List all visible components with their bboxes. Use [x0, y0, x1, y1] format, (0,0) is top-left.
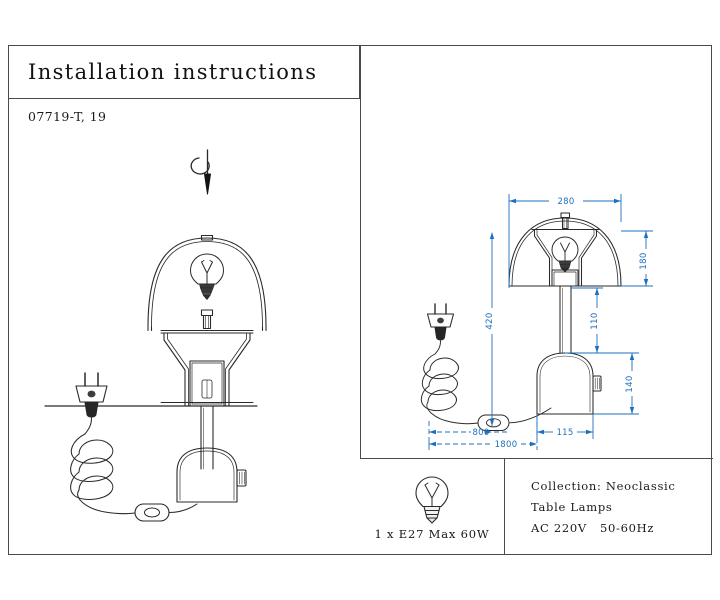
- bulb-spec-cell: 1 x E27 Max 60W: [360, 459, 505, 555]
- rotate-arrow-head: [204, 173, 211, 195]
- dim-label-shade-width: 280: [557, 197, 574, 207]
- lamp-stem: [200, 405, 214, 470]
- title-block: Installation instructions: [9, 46, 360, 99]
- dim-label-cord-length: 1800: [495, 440, 518, 450]
- power-cord: [70, 417, 136, 515]
- panel-divider: [360, 46, 361, 458]
- dome-shade-outline: [147, 234, 267, 332]
- power-cord: [420, 340, 479, 425]
- light-bulb-icon: [551, 236, 579, 273]
- collection-line-1: Collection: Neoclassic: [531, 478, 676, 493]
- lamp-base: [176, 447, 247, 503]
- specification-strip: 1 x E27 Max 60W Collection: Neoclassic T…: [360, 458, 713, 555]
- dim-label-shade-height: 180: [639, 252, 649, 269]
- power-plug-icon: [75, 372, 108, 418]
- inline-rocker-switch: [134, 503, 170, 522]
- lamp-socket: [160, 329, 254, 407]
- power-plug-icon: [426, 303, 455, 341]
- dim-label-total-height: 420: [485, 312, 495, 329]
- dim-label-stem-height: 110: [590, 312, 600, 329]
- lamp-stem: [559, 285, 572, 354]
- light-bulb-icon: [415, 476, 449, 524]
- lamp-socket: [551, 269, 579, 287]
- dim-label-base-height: 140: [625, 375, 635, 392]
- harp-frame: [531, 228, 600, 287]
- collection-line-2: Table Lamps: [531, 499, 613, 514]
- shade-finial: [200, 309, 214, 330]
- dim-label-switch-distance: 800: [472, 428, 489, 438]
- cord-to-base: [168, 503, 198, 514]
- cord-to-base: [508, 407, 552, 424]
- dim-label-base-width: 115: [556, 428, 573, 438]
- light-bulb-icon: [190, 253, 224, 300]
- shade-finial: [560, 212, 571, 230]
- collection-line-3: AC 220V 50-60Hz: [531, 520, 655, 535]
- page-title: Installation instructions: [28, 60, 318, 84]
- assembly-drawing: [44, 149, 267, 522]
- model-code: 07719-T, 19: [28, 109, 107, 124]
- collection-info-cell: Collection: Neoclassic Table Lamps AC 22…: [505, 459, 713, 555]
- drawing-sheet: Installation instructions 07719-T, 19: [8, 45, 713, 555]
- rotate-install-icon: [190, 149, 210, 175]
- bulb-spec-label: 1 x E27 Max 60W: [374, 527, 490, 541]
- lamp-base: [536, 352, 602, 415]
- dimension-drawing: 280 180 420 110 140 115 800 1800: [420, 194, 653, 450]
- model-block: 07719-T, 19: [9, 99, 360, 134]
